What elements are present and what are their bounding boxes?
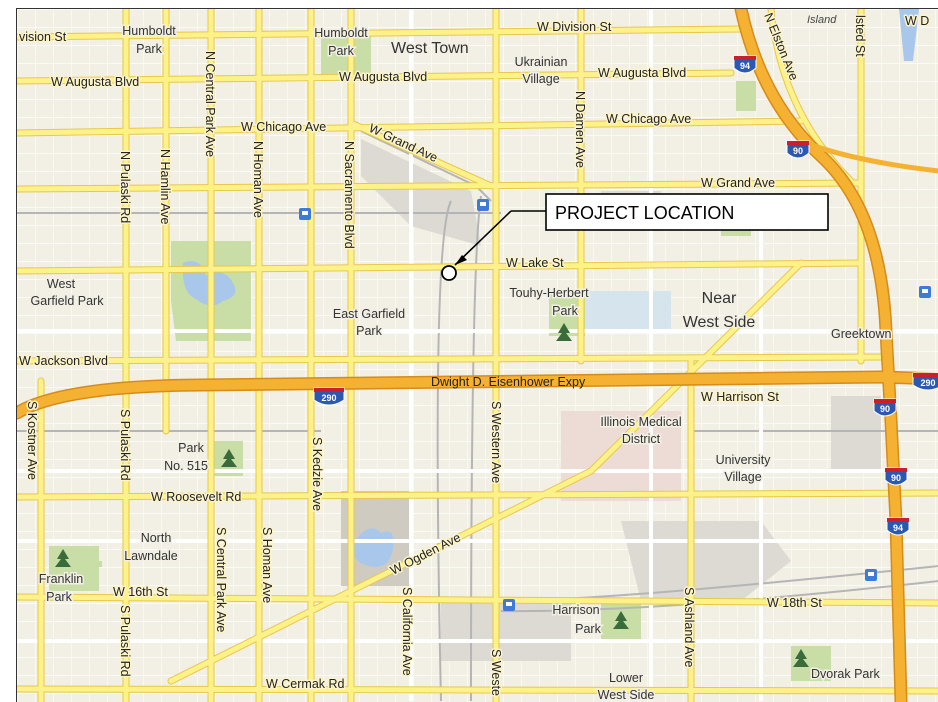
station-icon	[919, 286, 931, 298]
svg-text:290: 290	[920, 378, 935, 388]
label-augusta-w: W Augusta Blvd	[51, 75, 139, 89]
label-cermak: W Cermak Rd	[266, 677, 345, 691]
svg-text:94: 94	[740, 61, 750, 71]
label-n-pulaski: N Pulaski Rd	[118, 151, 132, 223]
medical-district	[561, 291, 681, 501]
label-roosevelt: W Roosevelt Rd	[151, 490, 241, 504]
i90-shield-b: 90	[873, 398, 897, 417]
svg-text:94: 94	[893, 523, 903, 533]
transit-stations	[299, 199, 931, 611]
i290-shield-b: 290	[912, 372, 938, 391]
label-grand-e: W Grand Ave	[701, 176, 775, 190]
tree-icons	[55, 323, 809, 667]
station-icon	[503, 599, 515, 611]
callout-leader	[454, 210, 512, 266]
svg-text:90: 90	[880, 404, 890, 414]
label-16th: W 16th St	[113, 585, 168, 599]
label-augusta-e: W Augusta Blvd	[598, 66, 686, 80]
label-s-western: S Western Ave	[489, 401, 503, 483]
label-division-far: W D	[905, 14, 929, 28]
tree-icon	[55, 549, 71, 567]
label-s-central-park: S Central Park Ave	[214, 527, 228, 632]
station-icon	[477, 199, 489, 211]
svg-text:90: 90	[891, 473, 901, 483]
svg-text:90: 90	[793, 146, 803, 156]
tree-icon	[793, 649, 809, 667]
i290-shield-a: 290	[313, 387, 345, 406]
label-s-western-2: S Weste	[489, 649, 503, 696]
label-augusta-c: W Augusta Blvd	[339, 70, 427, 84]
i90-shield-c: 90	[884, 467, 908, 486]
label-lake: W Lake St	[506, 256, 564, 270]
label-n-damen: N Damen Ave	[573, 91, 587, 168]
label-n-sacramento: N Sacramento Blvd	[342, 141, 356, 249]
label-chicago-e: W Chicago Ave	[606, 112, 691, 126]
map-view[interactable]: 290 290 90 90 90 94	[16, 8, 938, 702]
callout-arrowhead	[455, 255, 467, 265]
project-location[interactable]: PROJECT LOCATION	[441, 193, 829, 281]
label-n-homan: N Homan Ave	[251, 141, 265, 218]
label-18th: W 18th St	[767, 596, 822, 610]
label-chicago-w: W Chicago Ave	[241, 120, 326, 134]
label-s-kedzie: S Kedzie Ave	[310, 437, 324, 511]
label-s-ashland: S Ashland Ave	[682, 587, 696, 667]
label-halsted: lsted St	[853, 15, 867, 57]
svg-text:290: 290	[321, 393, 336, 403]
station-icon	[865, 569, 877, 581]
label-s-california: S California Ave	[400, 587, 414, 676]
tree-icon	[221, 449, 237, 467]
interstate-shields: 290 290 90 90 90 94	[313, 55, 938, 536]
label-jackson: W Jackson Blvd	[19, 354, 108, 368]
i94-shield-a: 94	[733, 55, 757, 74]
label-division-e: W Division St	[537, 20, 612, 34]
hood-west-town: West Town	[391, 40, 469, 57]
label-harrison: W Harrison St	[701, 390, 779, 404]
callout-box	[545, 193, 829, 231]
label-eisenhower: Dwight D. Eisenhower Expy	[431, 375, 586, 389]
label-s-homan: S Homan Ave	[260, 527, 274, 603]
label-s-pulaski-2: S Pulaski Rd	[118, 605, 132, 677]
label-n-hamlin: N Hamlin Ave	[158, 149, 172, 225]
project-location-marker[interactable]	[441, 265, 457, 281]
hood-goose-island: Island	[807, 14, 837, 26]
callout-label: PROJECT LOCATION	[555, 203, 734, 223]
tree-icon	[556, 323, 572, 341]
hood-dvorak-park: Dvorak Park	[811, 667, 881, 681]
expressways	[17, 9, 938, 702]
tree-icon	[613, 611, 629, 629]
station-icon	[299, 208, 311, 220]
label-s-pulaski: S Pulaski Rd	[118, 409, 132, 481]
label-n-central-park: N Central Park Ave	[203, 51, 217, 157]
i90-shield-a: 90	[786, 140, 810, 159]
major-roads	[17, 9, 938, 702]
i94-shield-b: 94	[886, 517, 910, 536]
label-division-w: vision St	[19, 30, 67, 44]
hood-greektown: Greektown	[831, 327, 891, 341]
label-s-kostner: S Kostner Ave	[25, 401, 39, 480]
